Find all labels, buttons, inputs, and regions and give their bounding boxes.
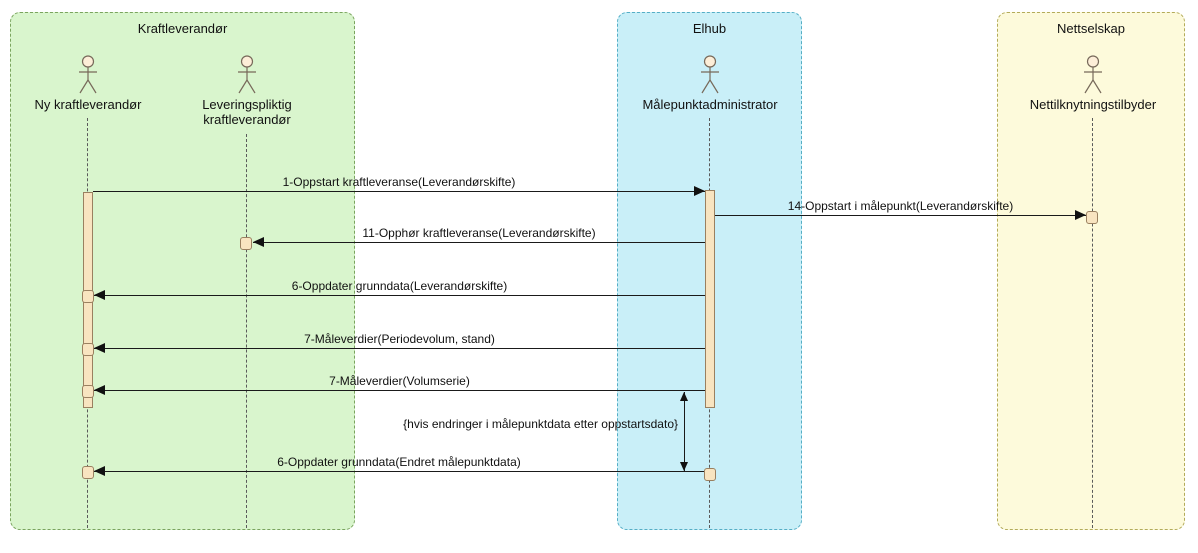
message-line <box>94 466 704 476</box>
message-line <box>93 186 705 196</box>
pool-title-nettselskap: Nettselskap <box>1057 21 1125 36</box>
message-maleverdier-periodevolum: 7-Måleverdier(Periodevolum, stand) <box>94 332 705 353</box>
message-oppdater-grunndata-leverandorskifte: 6-Oppdater grunndata(Leverandørskifte) <box>94 279 705 300</box>
message-oppstart-kraftleveranse: 1-Oppstart kraftleveranse(Leverandørskif… <box>93 175 705 196</box>
activation-ny-endret-malepunktdata <box>82 466 94 479</box>
message-maleverdier-volumserie: 7-Måleverdier(Volumserie) <box>94 374 705 395</box>
message-line <box>715 210 1086 220</box>
arrowhead-left-icon <box>94 466 105 476</box>
activation-ny-maleverdier-volumserie <box>82 385 94 398</box>
actor-leveringspliktig: Leveringspliktig kraftleverandør <box>187 55 307 127</box>
pool-title-elhub: Elhub <box>692 21 727 36</box>
actor-ny-kraftleverandor: Ny kraftleverandør <box>8 55 168 112</box>
constraint-label: {hvis endringer i målepunktdata etter op… <box>403 417 678 431</box>
activation-elhub-endret-malepunktdata <box>704 468 716 481</box>
arrowhead-left-icon <box>94 343 105 353</box>
message-line <box>94 290 705 300</box>
message-label: 6-Oppdater grunndata(Endret målepunktdat… <box>277 455 521 469</box>
actor-icon <box>1084 55 1102 94</box>
actor-icon <box>701 55 719 94</box>
lifeline-nettilknytningstilbyder <box>1092 118 1093 528</box>
message-line <box>253 237 705 247</box>
activation-nettilknytningstilbyder <box>1086 211 1098 224</box>
actor-label: Målepunktadministrator <box>642 97 778 112</box>
actor-malepunktadministrator: Målepunktadministrator <box>630 55 790 112</box>
actor-icon <box>79 55 97 94</box>
message-opphor-kraftleveranse: 11-Opphør kraftleveranse(Leverandørskift… <box>253 226 705 247</box>
activation-leveringspliktig <box>240 237 252 250</box>
message-label: 11-Opphør kraftleveranse(Leverandørskift… <box>362 226 596 240</box>
activation-malepunktadministrator <box>705 190 715 408</box>
message-label: 7-Måleverdier(Volumserie) <box>329 374 470 388</box>
message-label: 14-Oppstart i målepunkt(Leverandørskifte… <box>787 199 1014 213</box>
arrowhead-left-icon <box>253 237 264 247</box>
message-label: 7-Måleverdier(Periodevolum, stand) <box>304 332 495 346</box>
pool-nettselskap: Nettselskap <box>997 12 1185 530</box>
actor-label: Nettilknytningstilbyder <box>1029 97 1157 112</box>
message-line <box>94 343 705 353</box>
arrowhead-left-icon <box>94 385 105 395</box>
message-label: 1-Oppstart kraftleveranse(Leverandørskif… <box>282 175 516 189</box>
arrowhead-down-icon <box>680 462 688 471</box>
message-line <box>94 385 705 395</box>
actor-label: Leveringspliktig kraftleverandør <box>202 97 292 127</box>
activation-ny-oppdater-grunndata <box>82 290 94 303</box>
message-label: 6-Oppdater grunndata(Leverandørskifte) <box>291 279 508 293</box>
activation-ny-maleverdier-periodevolum <box>82 343 94 356</box>
actor-icon <box>238 55 256 94</box>
pool-kraftleverandor: Kraftleverandør <box>10 12 355 530</box>
pool-title-kraftleverandor: Kraftleverandør <box>137 21 228 36</box>
arrowhead-up-icon <box>680 392 688 401</box>
arrowhead-left-icon <box>94 290 105 300</box>
actor-label: Ny kraftleverandør <box>34 97 142 112</box>
duration-constraint-arrow-icon <box>680 392 688 471</box>
lifeline-leveringspliktig <box>246 134 247 528</box>
message-oppdater-grunndata-endret: 6-Oppdater grunndata(Endret målepunktdat… <box>94 455 704 476</box>
message-oppstart-i-malepunkt: 14-Oppstart i målepunkt(Leverandørskifte… <box>715 199 1086 220</box>
arrowhead-right-icon <box>694 186 705 196</box>
actor-nettilknytningstilbyder: Nettilknytningstilbyder <box>1013 55 1173 112</box>
arrowhead-right-icon <box>1075 210 1086 220</box>
